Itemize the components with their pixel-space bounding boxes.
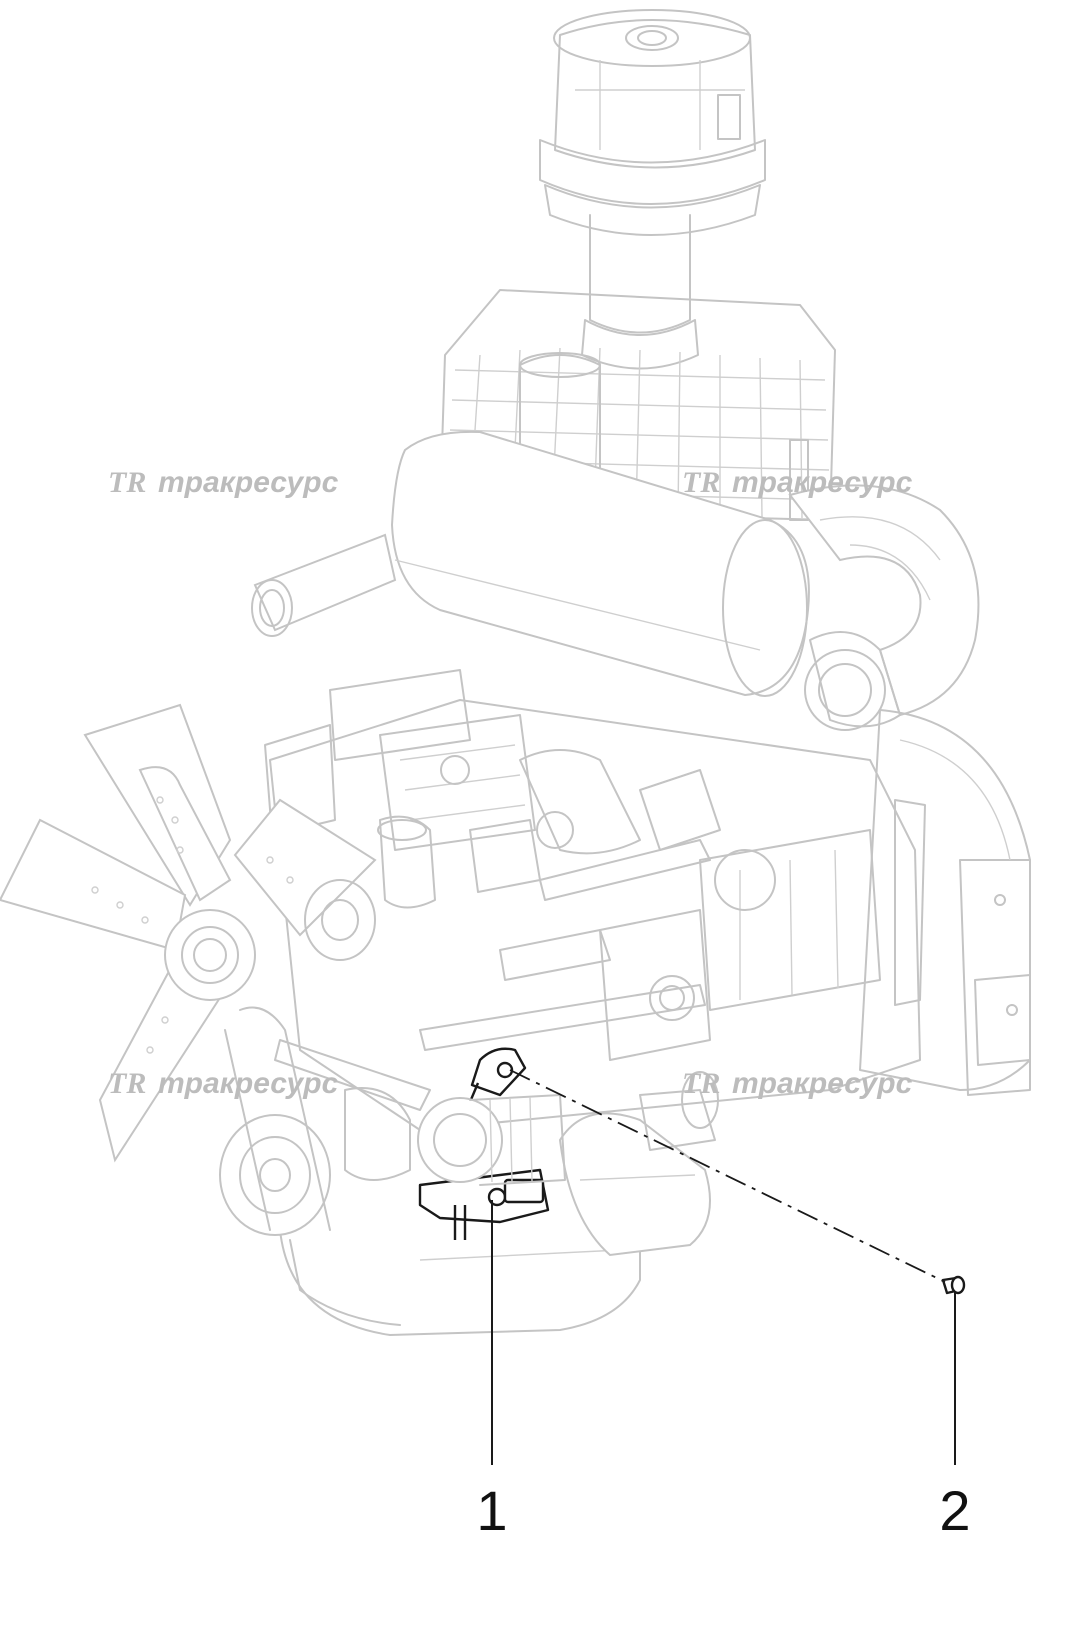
exhaust-pipe [251,533,397,637]
watermark-top-left: TR тракресурс [108,466,339,499]
callout-label-2: 2 [939,1479,970,1542]
watermark-top-right: TR тракресурс [682,466,913,499]
watermark-logo: TR [108,466,146,499]
watermark-bottom-left: TR тракресурс [108,1067,339,1100]
front-pulleys [219,879,431,1236]
watermark-brand: тракресурс [158,1067,339,1100]
alternator-bracket-part-1 [417,1047,566,1240]
watermark-brand: тракресурс [732,1067,913,1100]
callout-label-1: 1 [476,1479,507,1542]
watermark-logo: TR [108,1067,146,1100]
intake-pipe [788,484,980,731]
flywheel-housing [859,709,1031,1096]
assembly-axis-line [509,1069,946,1283]
engine-block [264,669,921,1131]
watermark-brand: тракресурс [732,466,913,499]
watermark-logo: TR [682,466,720,499]
muffler [390,430,810,697]
bolt-part-2 [941,1275,966,1295]
oil-pan [279,1219,641,1336]
fan [0,703,377,1163]
watermark-logo: TR [682,1067,720,1100]
air-filter [539,9,766,370]
watermark-bottom-right: TR тракресурс [682,1067,913,1100]
watermark-brand: тракресурс [158,466,339,499]
